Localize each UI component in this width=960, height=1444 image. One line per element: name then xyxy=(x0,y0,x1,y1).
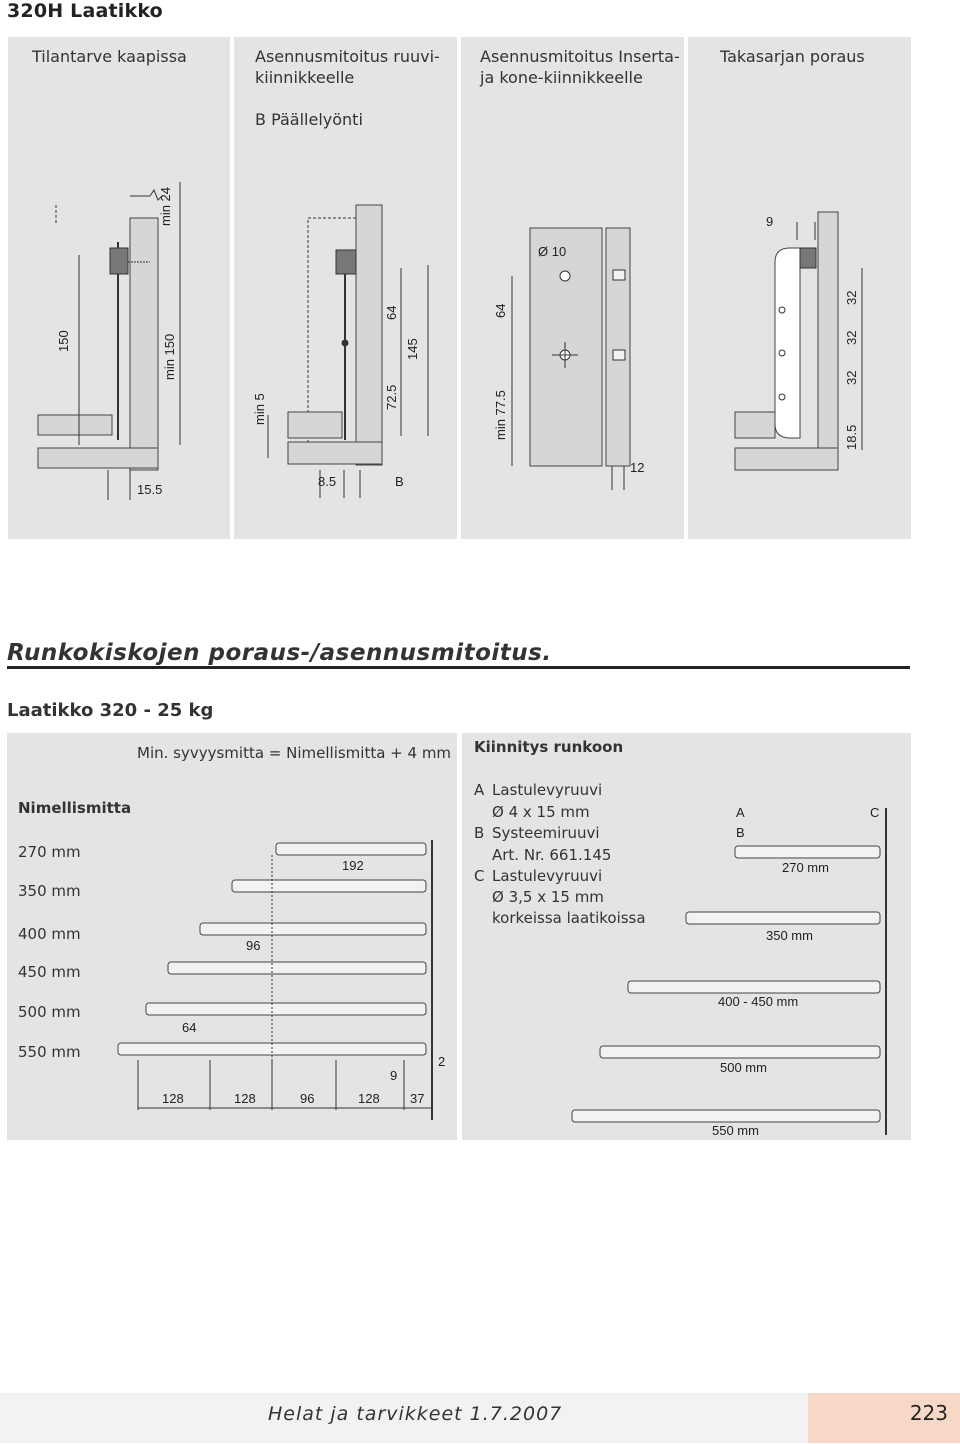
dim-12: 12 xyxy=(630,460,644,475)
screw-letter-a: A xyxy=(736,805,745,820)
dim-145: 145 xyxy=(405,338,420,360)
mount-rail-550 xyxy=(571,1109,881,1123)
mount-label-270: 270 mm xyxy=(782,860,829,875)
dim-128-b: 128 xyxy=(234,1091,256,1106)
dim-diameter-10: Ø 10 xyxy=(538,244,566,259)
dim-min-24: min 24 xyxy=(158,187,173,226)
page-title: 320H Laatikko xyxy=(7,0,163,22)
dim-8-5: 8.5 xyxy=(318,474,336,489)
mount-label-550: 550 mm xyxy=(712,1123,759,1138)
section-title: Runkokiskojen poraus-/asennusmitoitus. xyxy=(7,640,552,666)
footer-bar xyxy=(0,1393,808,1443)
dim-2: 2 xyxy=(438,1054,445,1069)
screw-b-article: Art. Nr. 661.145 xyxy=(492,846,612,864)
length-270: 270 mm xyxy=(18,843,81,861)
dim-32-a: 32 xyxy=(844,291,859,305)
rail-350 xyxy=(231,879,427,893)
dim-64-b: 64 xyxy=(493,304,508,318)
screw-c-size: Ø 3,5 x 15 mm xyxy=(492,888,604,906)
rail-500 xyxy=(145,1002,427,1016)
dim-37: 37 xyxy=(410,1091,424,1106)
overlay-legend: B Päällelyönti xyxy=(255,110,363,129)
length-400: 400 mm xyxy=(18,925,81,943)
dim-b: B xyxy=(395,474,404,489)
mount-rail-350 xyxy=(685,911,881,925)
screw-a-label: Lastulevyruuvi xyxy=(492,781,603,799)
frame-mounting-heading: Kiinnitys runkoon xyxy=(474,738,624,756)
dim-15-5: 15.5 xyxy=(137,482,162,497)
mount-rail-400-450 xyxy=(627,980,881,994)
rail-400 xyxy=(199,922,427,936)
dim-96-bottom: 96 xyxy=(300,1091,314,1106)
dim-9: 9 xyxy=(766,214,773,229)
screw-c-key: C xyxy=(474,867,485,885)
mount-label-500: 500 mm xyxy=(720,1060,767,1075)
header-inserta-mount-1: Asennusmitoitus Inserta- xyxy=(480,47,680,66)
screw-letter-c: C xyxy=(870,805,879,820)
right-panel xyxy=(462,733,911,1140)
dim-96-top: 96 xyxy=(246,938,260,953)
mount-rail-270 xyxy=(734,845,881,859)
footer-text: Helat ja tarvikkeet 1.7.2007 xyxy=(268,1403,563,1425)
dim-64: 64 xyxy=(182,1020,196,1035)
dim-18-5: 18.5 xyxy=(844,425,859,450)
depth-formula: Min. syvyysmitta = Nimellismitta + 4 mm xyxy=(137,744,452,762)
length-350: 350 mm xyxy=(18,882,81,900)
mounting-drawings: min 24 150 min 150 15.5 min 5 8.5 72.5 6… xyxy=(37,182,863,500)
dim-9-rail: 9 xyxy=(390,1068,397,1083)
mount-rail-500 xyxy=(599,1045,881,1059)
screw-c-note: korkeissa laatikoissa xyxy=(492,909,646,927)
dim-min-150: min 150 xyxy=(162,334,177,380)
screw-a-size: Ø 4 x 15 mm xyxy=(492,803,590,821)
header-space-requirement: Tilantarve kaapissa xyxy=(32,47,187,66)
dim-min-5: min 5 xyxy=(252,393,267,425)
dim-32-c: 32 xyxy=(844,371,859,385)
section-divider xyxy=(7,666,910,669)
left-panel xyxy=(7,733,457,1140)
length-450: 450 mm xyxy=(18,963,81,981)
dim-192: 192 xyxy=(342,858,364,873)
screw-c-label: Lastulevyruuvi xyxy=(492,867,603,885)
dim-min-77-5: min 77.5 xyxy=(493,390,508,440)
header-screw-mount-1: Asennusmitoitus ruuvi- xyxy=(255,47,440,66)
header-back-drilling: Takasarjan poraus xyxy=(720,47,865,66)
dim-72-5: 72.5 xyxy=(384,385,399,410)
screw-b-label: Systeemiruuvi xyxy=(492,824,600,842)
length-500: 500 mm xyxy=(18,1003,81,1021)
page-number: 223 xyxy=(909,1401,948,1425)
length-550: 550 mm xyxy=(18,1043,81,1061)
dim-128-c: 128 xyxy=(358,1091,380,1106)
nominal-length-heading: Nimellismitta xyxy=(18,799,132,817)
dim-150: 150 xyxy=(56,330,71,352)
header-screw-mount-2: kiinnikkeelle xyxy=(255,68,355,87)
rail-450 xyxy=(167,961,427,975)
screw-letter-b: B xyxy=(736,825,745,840)
screw-a-key: A xyxy=(474,781,485,799)
dim-64-a: 64 xyxy=(384,306,399,320)
dim-32-b: 32 xyxy=(844,331,859,345)
mount-label-350: 350 mm xyxy=(766,928,813,943)
mount-label-400-450: 400 - 450 mm xyxy=(718,994,798,1009)
screw-b-key: B xyxy=(474,824,485,842)
section-subtitle: Laatikko 320 - 25 kg xyxy=(7,700,214,721)
header-inserta-mount-2: ja kone-kiinnikkeelle xyxy=(480,68,643,87)
page-number-box xyxy=(808,1393,960,1443)
dim-128-a: 128 xyxy=(162,1091,184,1106)
rail-270 xyxy=(275,842,427,856)
